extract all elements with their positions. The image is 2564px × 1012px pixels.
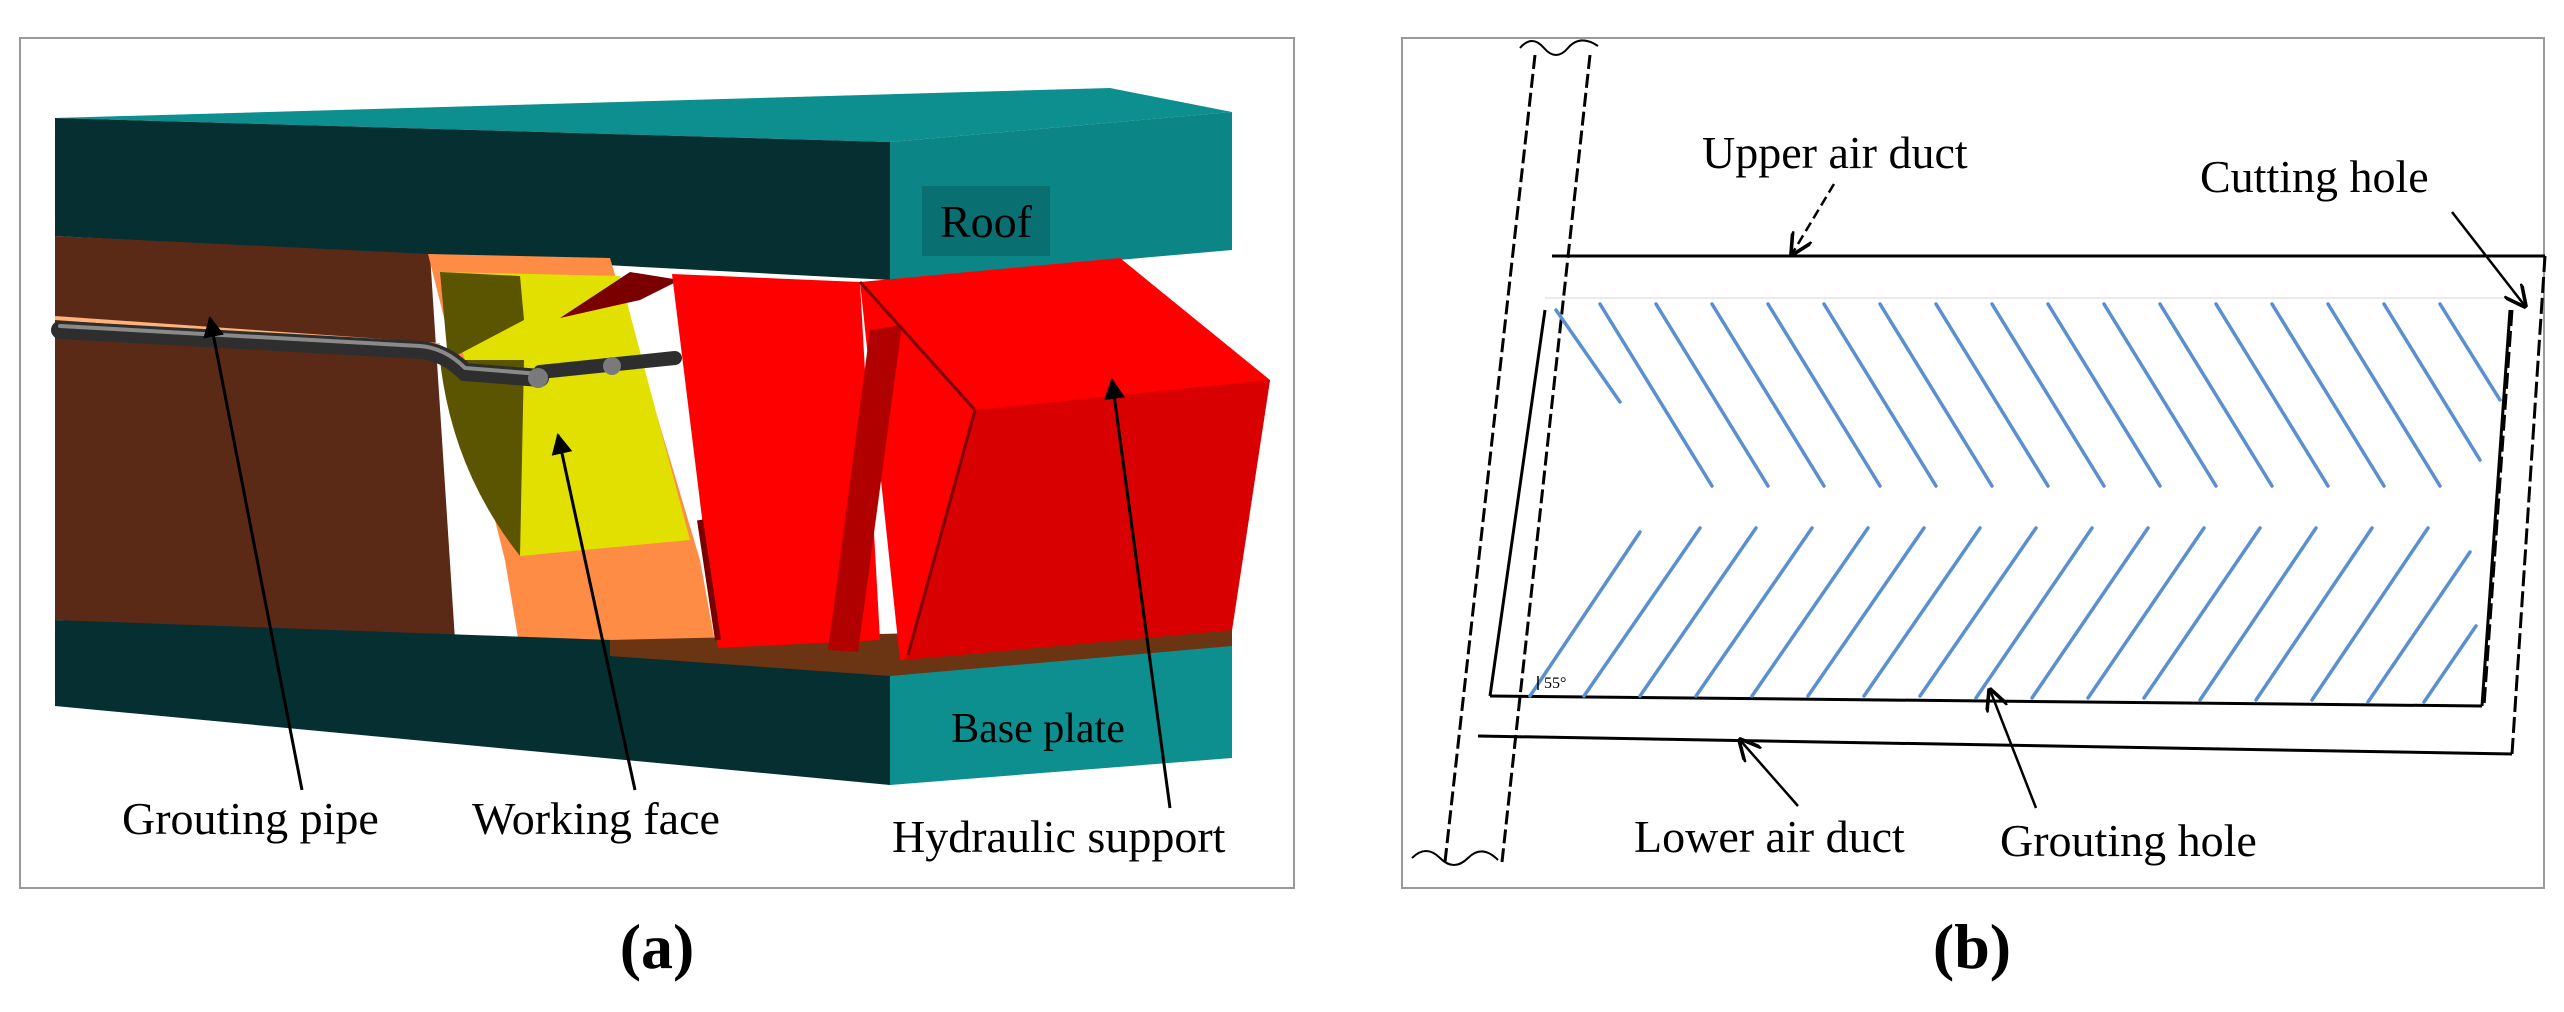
upper-hole-13 xyxy=(2214,302,2330,488)
hydraulic-support-arrow xyxy=(1104,377,1172,809)
working-face-label: Working face xyxy=(472,793,720,844)
roof-top-face xyxy=(55,88,1232,142)
upper-hole-16 xyxy=(2382,302,2482,462)
upper-air-duct-arrow xyxy=(1792,183,1836,254)
support-edge-2 xyxy=(906,409,977,656)
panel-a-caption-text: (a) xyxy=(620,911,695,982)
hydraulic-support xyxy=(672,258,1270,660)
pipe-joint-2 xyxy=(603,357,621,375)
lower-hole-10 xyxy=(2030,526,2150,700)
panel-left-boundary xyxy=(1488,309,1547,697)
pipe-joint-1 xyxy=(528,368,548,388)
upper-hole-5 xyxy=(1766,302,1882,488)
upper-hole-15 xyxy=(2326,302,2442,488)
upper-hole-3 xyxy=(1654,302,1770,488)
cutter-wedge xyxy=(560,272,680,318)
support-edge-1 xyxy=(858,280,977,412)
roadway-break-bottom xyxy=(1411,850,1499,866)
upper-air-duct-label: Upper air duct xyxy=(1702,127,1968,178)
lower-hole-14 xyxy=(2254,526,2374,702)
roof-front-face xyxy=(55,118,890,280)
panel-b-frame xyxy=(1401,37,2545,889)
upper-hole-14 xyxy=(2270,302,2386,488)
cutting-hole-arrow xyxy=(2451,211,2525,306)
lower-hole-3 xyxy=(1638,526,1758,698)
upper-hole-10 xyxy=(2046,302,2162,488)
support-lower-right xyxy=(905,380,1270,660)
roadway-right-line xyxy=(1500,54,1592,863)
working-face-curve xyxy=(440,360,524,556)
lower-hole-13 xyxy=(2198,526,2318,702)
floor-front-face xyxy=(55,620,890,785)
lower-hole-12 xyxy=(2142,526,2262,700)
rock-layer xyxy=(55,236,455,640)
lower-hole-6 xyxy=(1806,526,1926,698)
lower-air-duct-label: Lower air duct xyxy=(1634,811,1905,862)
lower-hole-15 xyxy=(2310,526,2430,702)
lower-hole-9 xyxy=(1974,526,2094,700)
upper-grouting-holes xyxy=(1554,302,2502,488)
support-leg xyxy=(828,325,902,652)
upper-hole-8 xyxy=(1934,302,2050,488)
upper-hole-1 xyxy=(1554,308,1622,404)
panel-b-caption: (b) xyxy=(1933,911,2011,982)
panel-b-caption-text: (b) xyxy=(1933,911,2011,982)
lower-hole-4 xyxy=(1694,526,1814,698)
upper-hole-6 xyxy=(1822,302,1938,488)
panel-a-caption: (a) xyxy=(620,911,695,982)
upper-hole-17 xyxy=(2438,302,2502,402)
roof-slab xyxy=(55,88,1232,280)
lower-hole-5 xyxy=(1750,526,1870,698)
lower-grouting-holes xyxy=(1528,526,2478,704)
lower-air-duct-line xyxy=(1477,734,2513,756)
lower-hole-7 xyxy=(1862,526,1982,698)
panel-a: Roof Base plate Grouting pipe Working fa… xyxy=(19,37,1295,982)
roadway-left-line xyxy=(1443,54,1537,863)
grouting-pipe-label: Grouting pipe xyxy=(122,793,379,844)
upper-hole-12 xyxy=(2158,302,2274,488)
upper-hole-4 xyxy=(1710,302,1826,488)
roof-label-box xyxy=(922,186,1050,256)
grouting-pipe-highlight xyxy=(58,324,542,376)
cutting-hole-inner xyxy=(2482,309,2514,707)
grouting-hole-arrow xyxy=(1990,690,2038,809)
lower-air-duct-arrow xyxy=(1740,740,1799,807)
upper-hole-2 xyxy=(1598,302,1714,488)
base-plate-label: Base plate xyxy=(951,706,1125,752)
cutting-hole-label: Cutting hole xyxy=(2200,151,2429,202)
grouting-hole-label: Grouting hole xyxy=(2000,815,2257,866)
vertical-roadway xyxy=(1411,39,1599,866)
lower-hole-8 xyxy=(1918,526,2038,698)
lower-hole-17 xyxy=(2422,624,2478,704)
roadway-break-top xyxy=(1519,39,1599,56)
working-face-shadow xyxy=(440,272,524,360)
panel-right-boundary xyxy=(2480,309,2512,707)
roof-label: Roof xyxy=(940,196,1033,247)
grouting-pipe xyxy=(51,321,682,388)
panel-b: 55° Upper air duct Cutting hole Lower ai… xyxy=(1401,37,2547,982)
lower-hole-11 xyxy=(2086,526,2206,700)
upper-hole-7 xyxy=(1878,302,1994,488)
grouting-pipe-body xyxy=(51,321,549,387)
support-edge-3 xyxy=(697,519,721,641)
support-front-shield xyxy=(672,274,880,648)
upper-hole-11 xyxy=(2102,302,2218,488)
base-plate-label-box xyxy=(922,694,1154,758)
angle-label: 55° xyxy=(1544,675,1566,692)
lower-hole-16 xyxy=(2366,550,2472,704)
hydraulic-support-label: Hydraulic support xyxy=(892,811,1226,862)
upper-hole-9 xyxy=(1990,302,2106,488)
lower-hole-2 xyxy=(1582,526,1702,698)
lower-hole-1 xyxy=(1528,530,1642,698)
working-face-arrow xyxy=(551,432,637,791)
grouting-pipe-arrow xyxy=(203,315,304,791)
